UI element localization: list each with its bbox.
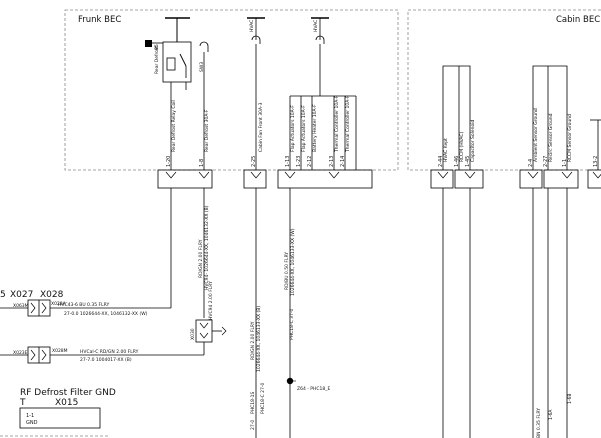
svg-text:X023E: X023E	[13, 350, 28, 356]
svg-text:HVC94- 1026644-XX, 1046132-XX: HVC94- 1026644-XX, 1046132-XX (B)	[204, 205, 210, 290]
cabin-wiring: HVAC Kept RCCM (HVAC) Capacitor Solenoid…	[438, 65, 601, 170]
svg-text:13-2: 13-2	[593, 156, 599, 167]
svg-text:HVC43-6 BU 0.35 FLRY: HVC43-6 BU 0.35 FLRY	[58, 302, 109, 308]
svg-text:Flap Actuators 10A-F: Flap Actuators 10A-F	[301, 105, 307, 152]
x030-connector: X030	[190, 319, 227, 343]
svg-text:T: T	[19, 398, 26, 408]
svg-text:1-8: 1-8	[199, 159, 205, 167]
svg-text:RCCM (HVAC): RCCM (HVAC)	[459, 131, 465, 162]
svg-text:PHC18-C 37-0: PHC18-C 37-0	[289, 308, 295, 340]
vertical-wire-annotations: RD/GN 2.00 FLRY HVC94- 1026644-XX, 10461…	[198, 205, 296, 430]
svg-text:RD/GN 2.00 FLRY: RD/GN 2.00 FLRY	[250, 321, 256, 360]
svg-text:Battery Heater 10A-F: Battery Heater 10A-F	[312, 104, 318, 152]
cabin-connector-3	[519, 169, 543, 189]
svg-text:1026644-XX, 1046133-XX (B): 1026644-XX, 1046133-XX (B)	[256, 306, 262, 372]
svg-text:Recirc Sensor Ground: Recirc Sensor Ground	[548, 113, 554, 162]
svg-text:Ambient Sensor Ground: Ambient Sensor Ground	[533, 108, 539, 162]
svg-text:2-25: 2-25	[251, 156, 257, 167]
svg-text:27-0: 27-0	[250, 420, 256, 430]
svg-text:BN 0.35 FLRY: BN 0.35 FLRY	[536, 408, 542, 438]
svg-text:X030: X030	[190, 328, 196, 340]
cabin-bottom-labels: 1-6A 1-6B BN 0.35 FLRY	[536, 394, 573, 438]
svg-text:HVAC: HVAC	[249, 20, 255, 32]
svg-text:RD/BU 0.50 FLRY: RD/BU 0.50 FLRY	[284, 252, 290, 290]
svg-text:1026644-XX, 1046133-XX (W): 1026644-XX, 1046133-XX (W)	[290, 228, 296, 296]
rear-defrost-fuse: SW3	[199, 41, 209, 170]
svg-text:HVC94 2.00 FLRY: HVC94 2.00 FLRY	[208, 281, 214, 320]
frunk-pin-labels: 1-20 1-8 2-25 1-13 1-23 2-12 2-13 2-14	[166, 156, 346, 167]
x027-x028-connector-bottom: X023E X028M	[13, 346, 68, 364]
svg-text:Rear Defrost Relay Coil: Rear Defrost Relay Coil	[171, 100, 177, 152]
svg-text:HVAC Kept: HVAC Kept	[443, 138, 449, 162]
svg-text:2-14: 2-14	[340, 156, 346, 167]
svg-text:GND: GND	[26, 420, 38, 426]
svg-text:Capacitor Solenoid: Capacitor Solenoid	[470, 119, 476, 162]
svg-text:1-46: 1-46	[454, 156, 460, 167]
svg-text:X063M: X063M	[13, 303, 29, 309]
svg-text:1-13: 1-13	[285, 156, 291, 167]
svg-text:2-12: 2-12	[307, 156, 313, 167]
cabin-bec-box	[407, 9, 601, 171]
svg-text:Thermal Controller 10A-F: Thermal Controller 10A-F	[345, 95, 351, 153]
svg-text:RD/GN 2.00 FLRY: RD/GN 2.00 FLRY	[198, 239, 204, 278]
svg-text:2-4: 2-4	[528, 159, 534, 167]
svg-text:1-6A: 1-6A	[548, 409, 554, 420]
svg-text:27-7.0 1004017-XX (B): 27-7.0 1004017-XX (B)	[80, 357, 132, 363]
svg-text:27-0.0 1026644-XX, 1046132-X: 27-0.0 1026644-XX, 1046132-XX (W)	[64, 311, 148, 317]
cabin-bec-title: Cabin BEC	[556, 15, 600, 25]
frunk-bec-title: Frunk BEC	[78, 15, 121, 25]
cabin-connector-1	[430, 169, 454, 189]
svg-text:2-13: 2-13	[329, 156, 335, 167]
rf-defrost-filter-gnd: RF Defrost Filter GND T X015 1-1 GND	[0, 388, 116, 437]
cabin-fan-fuse: HVAC	[247, 17, 265, 170]
frunk-signal-labels: Rear Defrost Relay Coil Rear Defrost 30A…	[171, 95, 351, 153]
svg-text:1-1: 1-1	[562, 159, 568, 167]
thermal-fuse: HVAC	[289, 17, 357, 170]
svg-text:Cabin Fan Front 30A-3: Cabin Fan Front 30A-3	[258, 102, 264, 152]
svg-text:2-27: 2-27	[543, 156, 549, 167]
splice-label: Z64 - PHC18_E	[297, 386, 331, 392]
svg-text:85: 85	[154, 44, 160, 50]
svg-text:HVAC: HVAC	[313, 20, 319, 32]
svg-text:SW3: SW3	[199, 62, 205, 72]
cabin-connector-4	[543, 169, 579, 189]
frunk-connector-1	[157, 169, 213, 189]
x027-x028-connector-top: X063M X028A	[13, 299, 67, 317]
frunk-connector-3	[277, 169, 373, 189]
svg-text:5: 5	[0, 290, 6, 300]
svg-text:HVCal-C RD/GN 2.00 FLRY: HVCal-C RD/GN 2.00 FLRY	[80, 349, 139, 355]
cabin-connector-2	[454, 169, 484, 189]
svg-text:RCCM Sensor Ground: RCCM Sensor Ground	[567, 114, 573, 162]
svg-text:X015: X015	[55, 398, 78, 408]
svg-text:PHC18-1S: PHC18-1S	[250, 392, 256, 414]
svg-text:1-23: 1-23	[296, 156, 302, 167]
svg-text:RF Defrost Filter GND: RF Defrost Filter GND	[20, 388, 116, 398]
svg-text:X028M: X028M	[52, 348, 68, 354]
svg-text:1-45: 1-45	[465, 156, 471, 167]
svg-text:1-1: 1-1	[26, 413, 34, 419]
horizontal-wire-annotations: HVC43-6 BU 0.35 FLRY 27-0.0 1026644-XX, …	[58, 302, 148, 363]
svg-text:Rear Defrost: Rear Defrost	[154, 46, 160, 74]
frunk-bec-box	[64, 9, 399, 171]
svg-text:1-20: 1-20	[166, 156, 172, 167]
svg-text:X028A: X028A	[51, 301, 67, 307]
connector-labels-left: 5 X027 X028	[0, 290, 64, 300]
svg-text:PHC18-C 27-0: PHC18-C 27-0	[260, 382, 266, 414]
frunk-connector-2	[243, 169, 267, 189]
svg-text:X027: X027	[10, 290, 33, 300]
svg-text:X028: X028	[40, 290, 64, 300]
svg-text:Flap Actuators 10A-F: Flap Actuators 10A-F	[290, 105, 296, 152]
svg-text:2-44: 2-44	[438, 156, 444, 167]
svg-text:Rear Defrost 30A-F: Rear Defrost 30A-F	[204, 109, 210, 152]
cabin-connector-5	[587, 169, 601, 189]
svg-text:Thermal Controller 10A-F: Thermal Controller 10A-F	[334, 95, 340, 153]
rear-defrost-relay: Rear Defrost 85	[145, 17, 192, 170]
svg-text:1-6B: 1-6B	[567, 394, 573, 404]
